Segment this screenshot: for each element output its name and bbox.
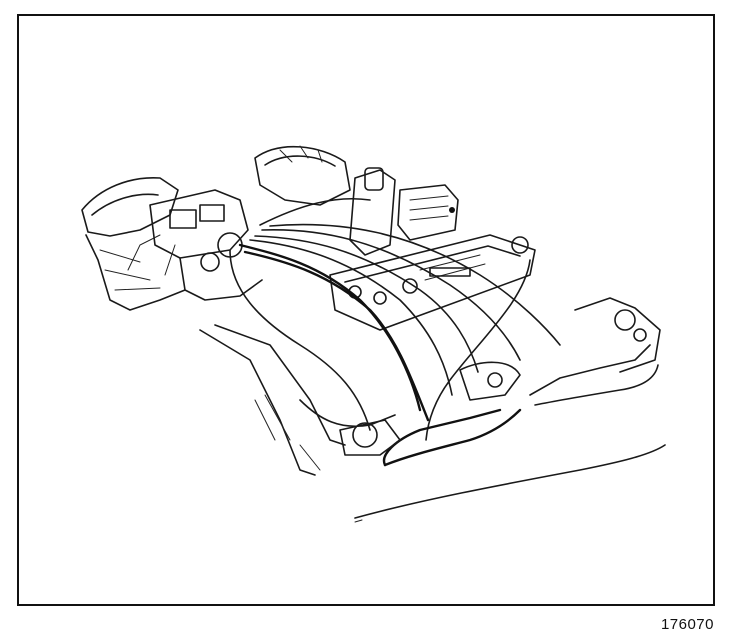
figure-frame [17, 14, 715, 606]
left-fender [81, 177, 186, 311]
frame-rail [354, 444, 666, 523]
figure-number: 176070 [660, 616, 714, 633]
ignition-coil [349, 167, 459, 256]
air-intake [254, 145, 351, 206]
distributor [127, 189, 263, 301]
valve-cover [329, 234, 536, 331]
engine-block [199, 324, 521, 476]
spark-plug-wires [229, 197, 561, 441]
